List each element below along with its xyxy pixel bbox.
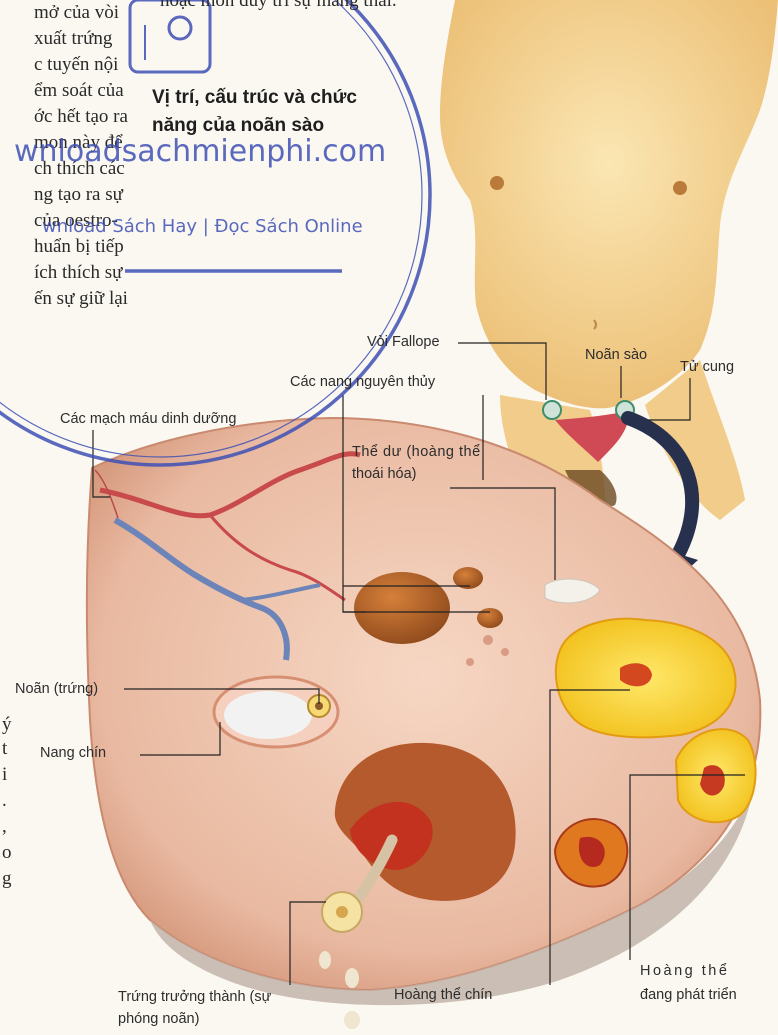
text-fragment: o [2, 842, 12, 864]
label-mature-follicle: Nang chín [40, 744, 106, 762]
text-line: ến sự giữ lại [34, 288, 128, 310]
text-line: mở của vòi [34, 2, 119, 24]
label-released-ovum-2: phóng noãn) [118, 1010, 199, 1028]
text-line: ểm soát của [34, 80, 124, 102]
watermark-site: wnloadsachmienphi.com [14, 134, 386, 169]
label-ovum: Noãn (trứng) [15, 680, 98, 698]
text-fragment: . [2, 790, 7, 812]
text-line: ớc hết tạo ra [34, 106, 128, 128]
text-line: c tuyến nội [34, 54, 118, 76]
primordial-follicle [354, 572, 450, 644]
text-line: huẩn bị tiếp [34, 236, 124, 258]
text-line: ng tạo ra sự [34, 184, 123, 206]
label-uterus: Tử cung [680, 358, 734, 376]
label-corpus-albicans: Thể dư (hoàng thể [352, 443, 481, 461]
text-fragment: , [2, 816, 7, 838]
top-text-fragment: hoặc môn duy trì sự mang thai. [160, 0, 397, 12]
label-corpus-albicans-2: thoái hóa) [352, 465, 417, 483]
label-released-ovum: Trứng trưởng thành (sự [118, 988, 271, 1006]
label-blood-vessels: Các mạch máu dinh dưỡng [60, 410, 236, 428]
text-fragment: g [2, 868, 12, 890]
text-fragment: i [2, 764, 7, 786]
label-developing-corpus-luteum-2: đang phát triển [640, 986, 737, 1004]
text-fragment: t [2, 738, 7, 760]
label-developing-corpus-luteum: Hoàng thể [640, 962, 729, 980]
label-fallopian-tube: Vòi Fallope [367, 333, 440, 351]
label-primordial-follicles: Các nang nguyên thủy [290, 373, 435, 391]
text-line: xuất trứng [34, 28, 112, 50]
text-fragment: ý [2, 714, 12, 736]
section-heading-line1: Vị trí, cấu trúc và chức [152, 86, 357, 110]
right-nipple [673, 181, 687, 195]
label-ovary: Noãn sào [585, 346, 647, 364]
left-nipple [490, 176, 504, 190]
label-mature-corpus-luteum: Hoàng thể chín [394, 986, 492, 1004]
text-line: ích thích sự [34, 262, 122, 284]
watermark-tagline: wnload Sách Hay | Đọc Sách Online [42, 216, 363, 237]
